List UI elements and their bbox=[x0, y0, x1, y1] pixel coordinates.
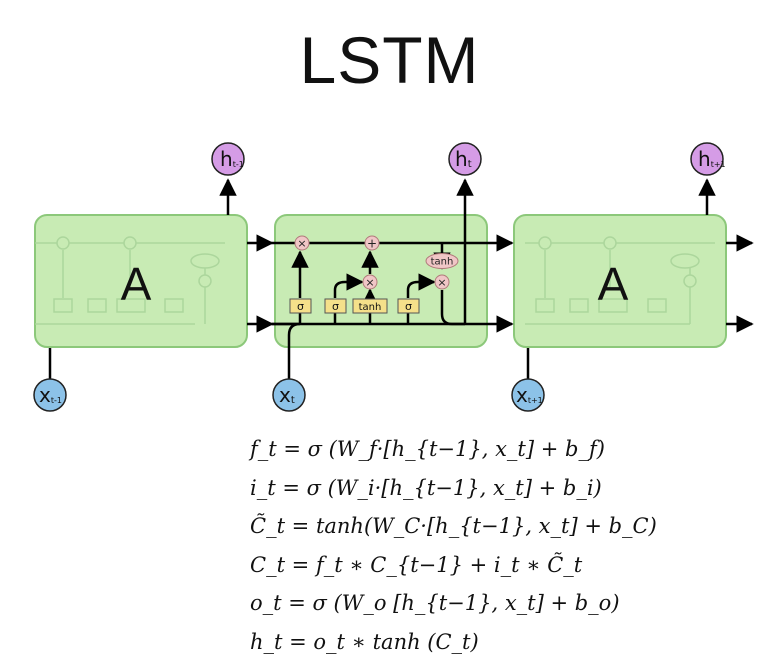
lstm-cell-current bbox=[274, 214, 488, 348]
svg-text:xt: xt bbox=[279, 383, 295, 407]
lstm-equations: f_t = σ (W_f·[h_{t−1}, x_t] + b_f) i_t =… bbox=[250, 430, 657, 661]
input-node-x-next: xt+1 bbox=[511, 378, 545, 412]
output-node-h-current: ht bbox=[448, 142, 482, 176]
gate-candidate-tanh: tanh bbox=[352, 298, 388, 314]
svg-text:σ: σ bbox=[297, 300, 304, 313]
input-node-x-prev: xt-1 bbox=[33, 378, 67, 412]
cell-label-next: A bbox=[598, 258, 629, 310]
svg-text:xt-1: xt-1 bbox=[39, 383, 62, 407]
svg-text:ht-1: ht-1 bbox=[220, 147, 244, 171]
equation-hidden: h_t = o_t ∗ tanh (C_t) bbox=[250, 629, 479, 654]
gate-input-sigma: σ bbox=[324, 298, 347, 314]
svg-text:tanh: tanh bbox=[359, 302, 382, 313]
equation-candidate: C̃_t = tanh(W_C·[h_{t−1}, x_t] + b_C) bbox=[250, 514, 657, 538]
svg-text:×: × bbox=[365, 276, 374, 289]
svg-text:×: × bbox=[297, 237, 306, 250]
svg-text:ht+1: ht+1 bbox=[698, 147, 726, 171]
lstm-cell-next: A bbox=[513, 214, 727, 348]
equation-output: o_t = σ (W_o [h_{t−1}, x_t] + b_o) bbox=[250, 591, 620, 615]
op-multiply-output: × bbox=[434, 274, 450, 290]
svg-text:+: + bbox=[367, 237, 377, 251]
inter-cell-arrows bbox=[247, 234, 754, 333]
op-add-cell: + bbox=[364, 235, 380, 251]
gate-forget-sigma: σ bbox=[289, 298, 312, 314]
equation-forget: f_t = σ (W_f·[h_{t−1}, x_t] + b_f) bbox=[250, 437, 605, 461]
outer-cell-io bbox=[48, 178, 716, 380]
svg-text:ht: ht bbox=[455, 147, 472, 171]
output-node-h-prev: ht-1 bbox=[211, 142, 245, 176]
svg-text:tanh: tanh bbox=[431, 257, 454, 268]
op-multiply-input: × bbox=[362, 274, 378, 290]
svg-text:σ: σ bbox=[405, 300, 412, 313]
lstm-diagram: A A bbox=[33, 142, 754, 412]
page-title: LSTM bbox=[299, 23, 480, 97]
svg-text:σ: σ bbox=[332, 300, 339, 313]
cell-internal-paths bbox=[272, 178, 495, 395]
op-multiply-forget: × bbox=[294, 235, 310, 251]
svg-text:xt+1: xt+1 bbox=[516, 383, 543, 407]
output-node-h-next: ht+1 bbox=[690, 142, 726, 176]
equation-input: i_t = σ (W_i·[h_{t−1}, x_t] + b_i) bbox=[250, 475, 602, 500]
op-tanh-output: tanh bbox=[425, 253, 459, 269]
lstm-cell-prev: A bbox=[34, 214, 248, 348]
cell-label-prev: A bbox=[121, 258, 152, 310]
svg-text:×: × bbox=[437, 276, 446, 289]
input-node-x-current: xt bbox=[272, 378, 306, 412]
equation-cell-state: C_t = f_t ∗ C_{t−1} + i_t ∗ C̃_t bbox=[250, 552, 583, 577]
gate-output-sigma: σ bbox=[397, 298, 420, 314]
